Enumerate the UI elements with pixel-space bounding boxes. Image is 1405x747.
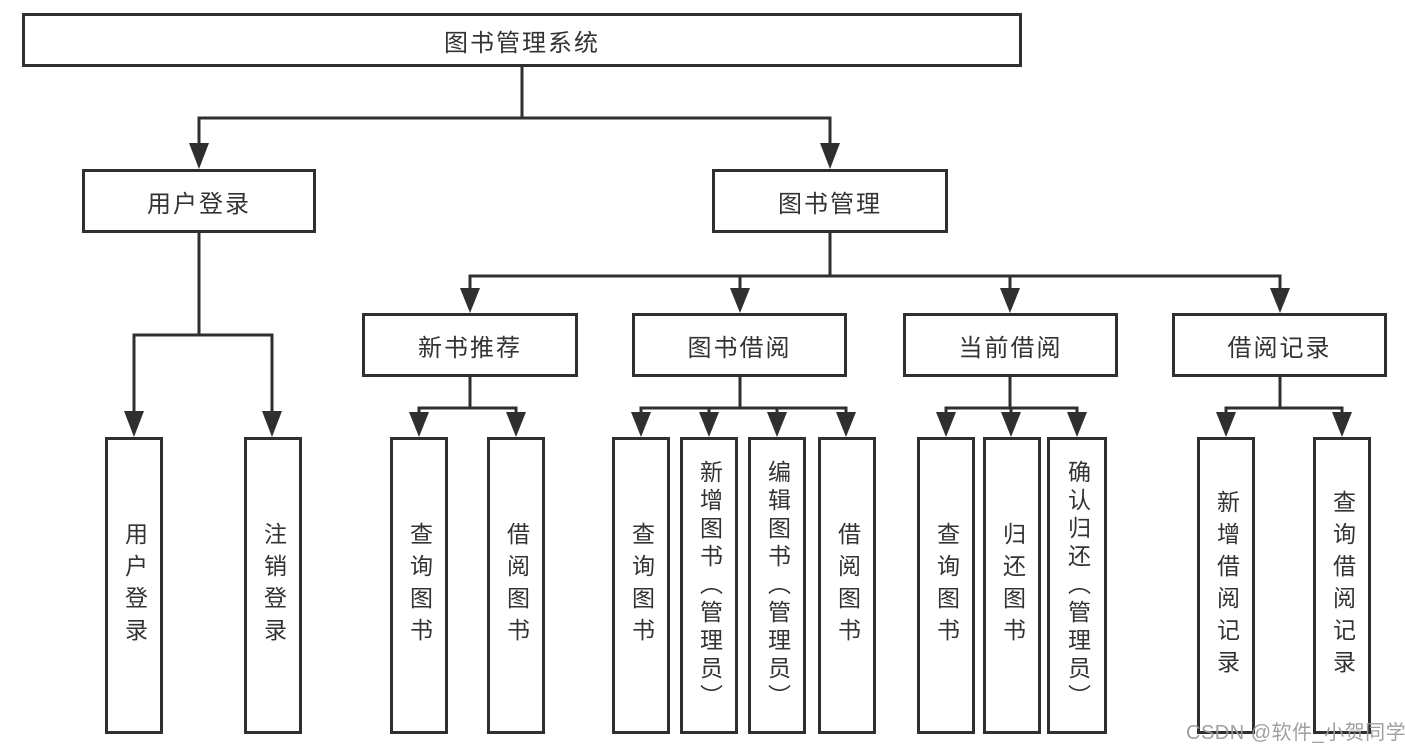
node-book-borrow: 图书借阅 bbox=[632, 313, 847, 377]
leaf-query-borrow-record: 查询借阅记录 bbox=[1313, 437, 1371, 734]
node-library-system: 图书管理系统 bbox=[22, 13, 1022, 67]
leaf-add-books-admin: 新增图书（管理员） bbox=[680, 437, 738, 734]
leaf-borrow-books: 借阅图书 bbox=[818, 437, 876, 734]
leaf-return-books: 归还图书 bbox=[983, 437, 1041, 734]
connector-root-to-level2 bbox=[189, 65, 840, 169]
connector-login-to-leaves bbox=[124, 231, 282, 437]
leaf-confirm-return-admin: 确认归还（管理员） bbox=[1047, 437, 1107, 734]
connector-recommend-to-leaves bbox=[409, 375, 526, 437]
connector-mgmt-to-level3 bbox=[460, 231, 1290, 313]
leaf-add-borrow-record: 新增借阅记录 bbox=[1197, 437, 1255, 734]
connector-records-to-leaves bbox=[1216, 375, 1352, 437]
leaf-query-books-borrow: 查询图书 bbox=[612, 437, 670, 734]
node-book-management: 图书管理 bbox=[712, 169, 948, 233]
node-borrow-records: 借阅记录 bbox=[1172, 313, 1387, 377]
leaf-borrow-books-recommend: 借阅图书 bbox=[487, 437, 545, 734]
node-new-book-recommend: 新书推荐 bbox=[362, 313, 578, 377]
leaf-edit-books-admin: 编辑图书（管理员） bbox=[748, 437, 806, 734]
node-current-borrow: 当前借阅 bbox=[903, 313, 1118, 377]
connector-borrow-to-leaves bbox=[631, 375, 856, 437]
leaf-query-books-current: 查询图书 bbox=[917, 437, 975, 734]
leaf-logout: 注销登录 bbox=[244, 437, 302, 734]
node-user-login: 用户登录 bbox=[82, 169, 316, 233]
leaf-query-books-recommend: 查询图书 bbox=[390, 437, 448, 734]
connector-current-to-leaves bbox=[936, 375, 1087, 437]
leaf-user-login: 用户登录 bbox=[105, 437, 163, 734]
csdn-watermark: CSDN @软件_小贺同学 bbox=[1186, 722, 1405, 744]
